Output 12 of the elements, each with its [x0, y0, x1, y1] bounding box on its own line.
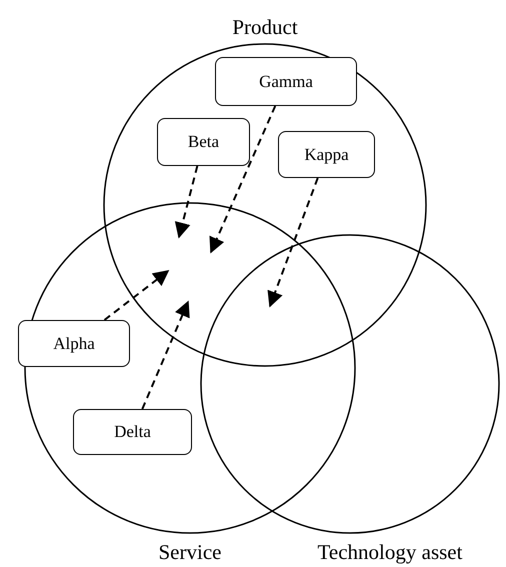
circle-label: Product — [231, 15, 299, 40]
arrow — [141, 300, 190, 410]
circle-label: Technology asset — [316, 540, 464, 565]
label-box: Kappa — [278, 131, 375, 178]
arrow — [104, 270, 170, 321]
arrow — [209, 106, 276, 254]
label-box: Delta — [73, 409, 192, 455]
label-box: Beta — [157, 118, 250, 166]
arrow — [268, 178, 319, 308]
label-box: Gamma — [215, 57, 357, 106]
arrow — [174, 166, 198, 239]
label-box: Alpha — [18, 320, 130, 367]
